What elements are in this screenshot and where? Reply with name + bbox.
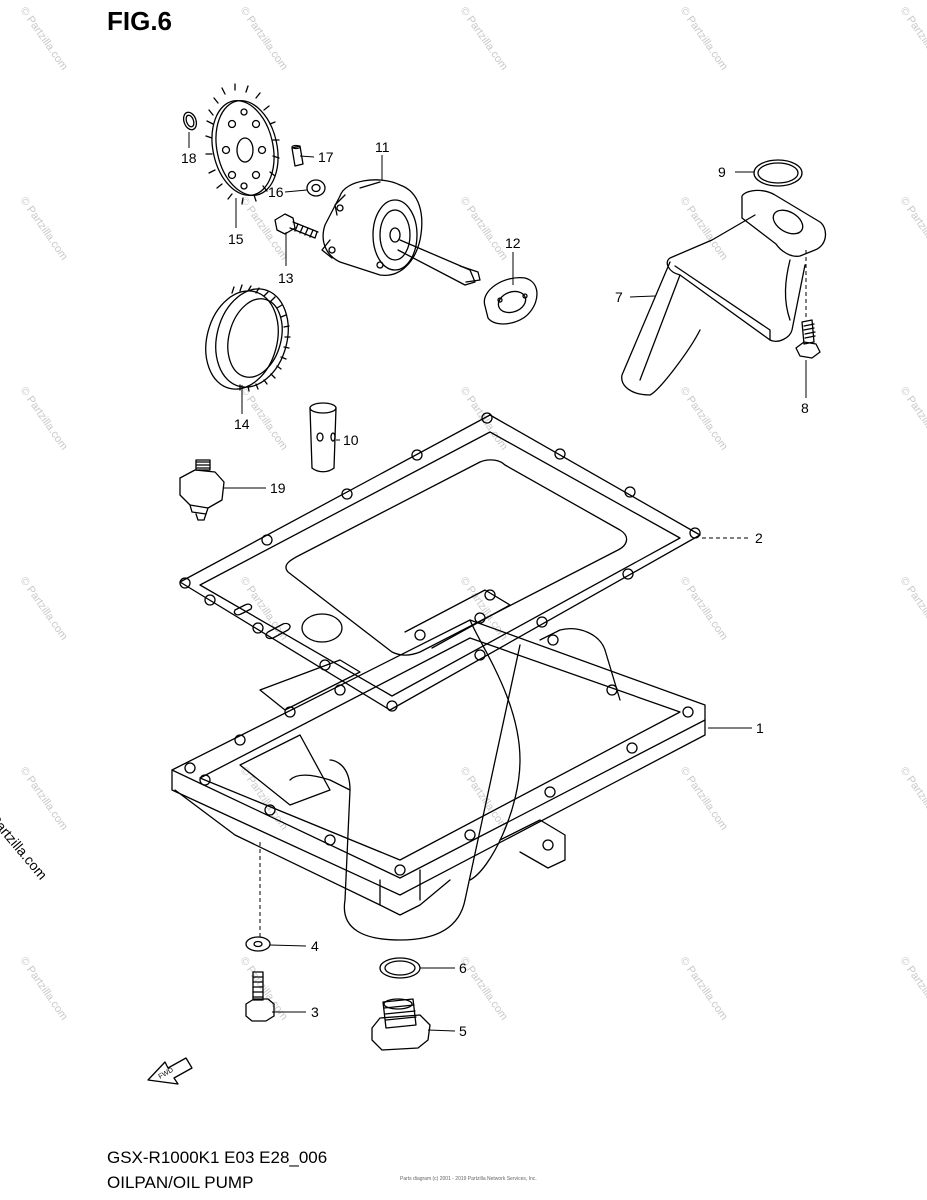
callout-10: 10 [343,432,359,448]
watermark-text: © Partzilla.com [458,5,510,73]
part-18-circlip [182,111,198,131]
watermark-layer: © Partzilla.com © Partzilla.com © Partzill… [18,5,927,1023]
part-19-pressure-switch [179,459,225,521]
watermark-text: © Partzilla.com [458,575,510,643]
watermark-text: © Partzilla.com [458,765,510,833]
callout-15: 15 [228,231,244,247]
part-15-sprocket [205,83,280,205]
callout-11: 11 [375,139,390,155]
callout-3: 3 [311,1004,319,1020]
watermark-text: © Partzilla.com [678,765,730,833]
section-name: OILPAN/OIL PUMP [107,1173,254,1192]
part-12-gasket [483,276,538,325]
fwd-label: FWD [158,1067,175,1081]
part-7-strainer [621,189,827,396]
leader-4 [269,944,307,947]
callout-13: 13 [278,270,294,286]
leader-5 [427,1029,456,1032]
watermark-text: © Partzilla.com [18,195,70,263]
leader-17 [299,155,315,158]
callout-1: 1 [756,720,764,736]
watermark-text: © Partzilla.com [18,5,70,73]
watermark-text: © Partzilla.com [898,765,927,833]
callout-18: 18 [181,150,197,166]
part-6-gasket [379,957,421,979]
watermark-text: © Partzilla.com [898,575,927,643]
part-17-pin [291,144,304,167]
leader-7 [629,295,656,298]
watermark-text: © Partzilla.com [678,195,730,263]
watermark-text: © Partzilla.com [678,5,730,73]
part-8-bolt [795,319,821,359]
callout-8: 8 [801,400,809,416]
part-10-dowel [309,402,337,473]
model-code: GSX-R1000K1 E03 E28_006 [107,1148,328,1167]
part-14-drive-gear [205,284,291,392]
fine-print: Parts diagram (c) 2001 - 2019 Partzilla … [400,1176,537,1182]
callout-12: 12 [505,235,521,251]
watermark-text: © Partzilla.com [678,575,730,643]
part-13-bolt [274,213,319,239]
watermark-text: © Partzilla.com [898,385,927,453]
watermark-text: © Partzilla.com [18,765,70,833]
callout-5: 5 [459,1023,467,1039]
callout-14: 14 [234,416,250,432]
part-3-drain-bolt [245,971,275,1022]
watermark-text: © Partzilla.com [678,955,730,1023]
callout-19: 19 [270,480,286,496]
callout-16: 16 [268,184,284,200]
callout-17: 17 [318,149,334,165]
part-11-oil-pump [321,179,481,286]
part-1-oil-pan [171,612,706,941]
leader-16 [284,189,308,193]
watermark-text: © Partzilla.com [458,195,510,263]
callout-2: 2 [755,530,763,546]
watermark-text: © Partzilla.com [18,575,70,643]
part-2-oil-pan-gasket [179,412,701,712]
watermark-text: © Partzilla.com [238,195,290,263]
callout-6: 6 [459,960,467,976]
part-9-o-ring [753,159,803,187]
watermark-text: © Partzilla.com [18,955,70,1023]
watermark-text: © Partzilla.com [898,195,927,263]
part-4-washer [245,936,271,952]
callout-7: 7 [615,289,623,305]
fwd-arrow-icon [147,1057,193,1085]
callout-4: 4 [311,938,319,954]
watermark-text: © Partzilla.com [898,5,927,73]
figure-title: FIG.6 [107,6,173,36]
watermark-text: © Partzilla.com [898,955,927,1023]
callout-9: 9 [718,164,726,180]
watermark-text: © Partzilla.com [238,5,290,73]
part-16-washer [306,179,326,197]
watermark-text: © Partzilla.com [18,385,70,453]
watermark-text: © Partzilla.com [678,385,730,453]
part-5-plug [371,998,431,1051]
